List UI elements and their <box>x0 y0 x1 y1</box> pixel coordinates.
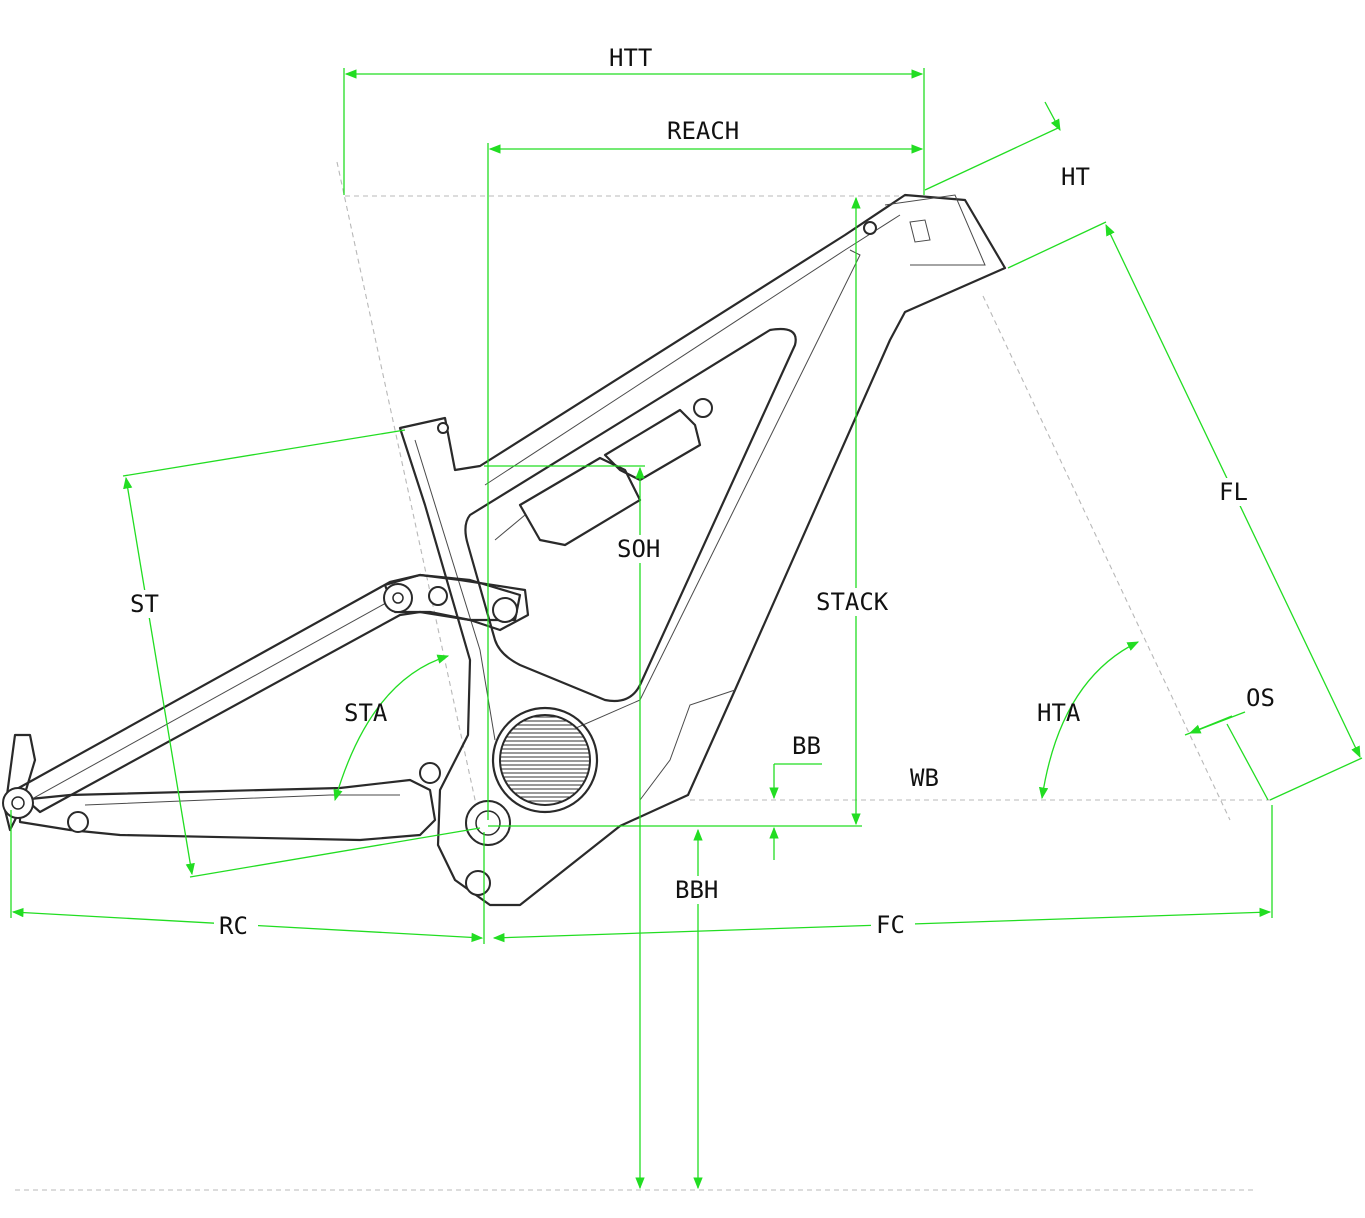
seat-tube-axis-line <box>336 161 483 833</box>
st-dimension-line <box>123 476 195 876</box>
label-sta: STA <box>344 699 388 727</box>
hta-arc <box>1038 641 1140 800</box>
headset-bearing <box>863 221 877 235</box>
seat-tube-inner <box>414 439 496 741</box>
down-tube-inner <box>559 249 861 736</box>
label-rc: RC <box>219 912 248 940</box>
chainstay-pivot <box>67 811 89 833</box>
label-bb: BB <box>792 732 821 760</box>
st-extension-bottom <box>189 827 481 878</box>
st-extension-top <box>122 429 406 477</box>
seatstay-inner <box>29 597 396 801</box>
sta-arc <box>333 654 450 802</box>
shock-shaft <box>494 514 526 541</box>
fl-extension-top <box>1007 221 1107 269</box>
label-soh: SOH <box>617 535 660 563</box>
front-triangle-window <box>464 327 797 703</box>
steering-axis-line <box>982 295 1231 821</box>
bike-frame-drawing <box>2 193 1007 907</box>
rocker-pivot-rear <box>492 597 518 623</box>
seatstay <box>13 573 522 814</box>
shock-mount-upper <box>693 398 713 418</box>
down-tube-lower-edge <box>639 689 736 801</box>
shock-can <box>603 408 702 482</box>
ht-extension-top <box>924 127 1059 191</box>
headtube-detail <box>884 194 986 266</box>
os-arrow <box>1188 715 1233 734</box>
motor-cover <box>499 714 591 806</box>
label-stack: STACK <box>816 588 889 616</box>
label-bbh: BBH <box>675 876 718 904</box>
chainstay <box>18 778 437 842</box>
rear-axle-bolt <box>11 796 25 810</box>
rocker-pivot-main <box>428 586 448 606</box>
label-st: ST <box>130 590 159 618</box>
chainstay-inner <box>84 794 400 806</box>
dimension-labels: HTT REACH HT FL ST SOH STACK STA HTA OS … <box>126 42 1275 940</box>
top-tube-inner <box>484 214 901 486</box>
label-htt: HTT <box>609 44 652 72</box>
ht-arrow <box>1044 101 1061 132</box>
lower-link-pivot <box>419 762 441 784</box>
lower-frame-pivot <box>465 870 491 896</box>
label-wb: WB <box>910 764 939 792</box>
motor-housing-ring <box>491 706 599 814</box>
label-os: OS <box>1246 684 1275 712</box>
os-offset-line <box>1226 723 1269 801</box>
rear-shock <box>494 408 702 547</box>
label-fl: FL <box>1219 478 1248 506</box>
rocker-link <box>383 573 530 632</box>
upper-seattube-bolt <box>437 422 449 434</box>
cable-port <box>909 219 931 243</box>
label-hta: HTA <box>1037 699 1081 727</box>
label-reach: REACH <box>667 117 739 145</box>
label-ht: HT <box>1061 163 1090 191</box>
fl-extension-bottom <box>1269 757 1363 801</box>
dimension-lines <box>10 68 1363 1190</box>
rocker-pivot-front-bolt <box>392 592 404 604</box>
label-fc: FC <box>876 911 905 939</box>
